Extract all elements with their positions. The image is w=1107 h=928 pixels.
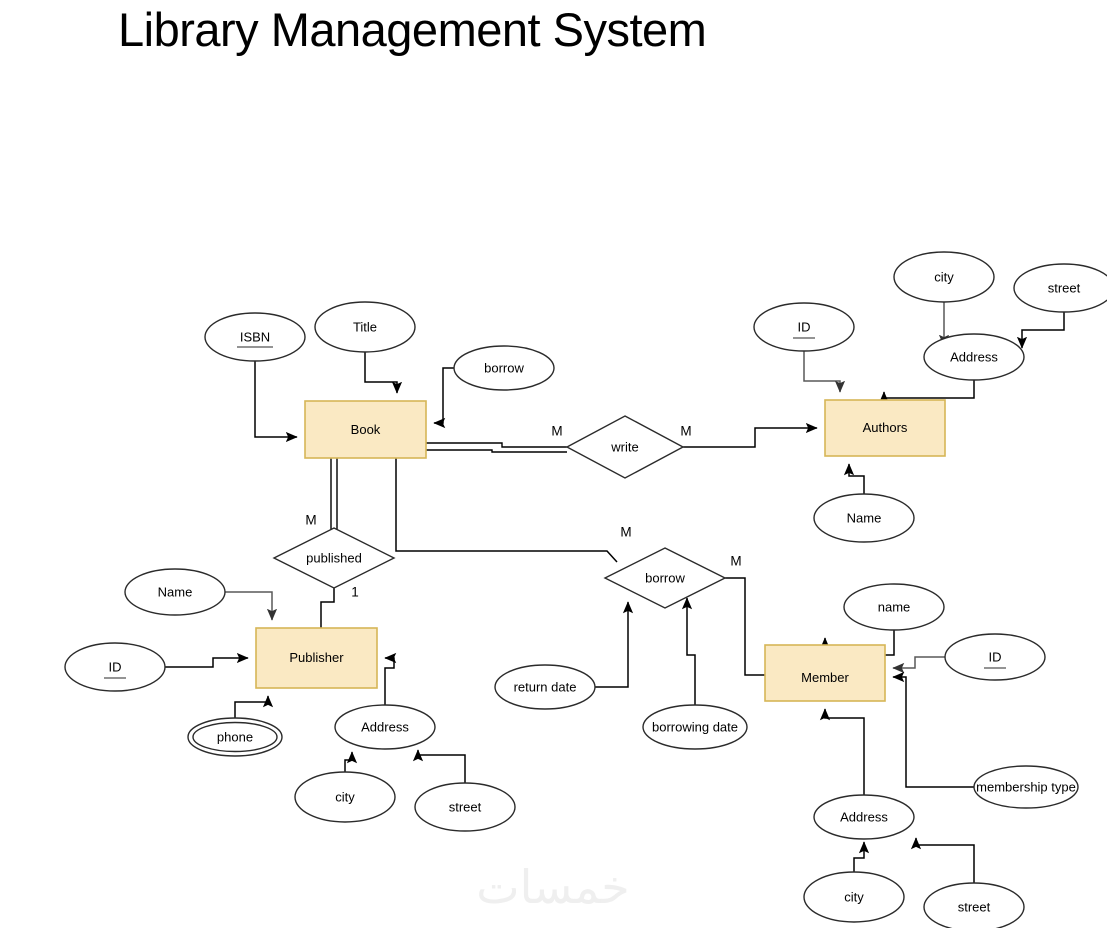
connector-memberid-member (892, 656, 945, 674)
connector-pubname-publisher (225, 591, 278, 621)
relationship-write[interactable]: write (565, 415, 685, 479)
relationship-layer: write published borrow (272, 415, 727, 609)
connector-authorsaddress-authors (878, 380, 975, 404)
attribute-borrowing-date[interactable]: borrowing date (642, 704, 748, 750)
attribute-return-date-label: return date (514, 679, 577, 694)
connector-layer (165, 302, 1065, 883)
connector-write-authors (683, 422, 818, 448)
connector-returndate-borrowrel (595, 601, 634, 688)
entity-publisher[interactable]: Publisher (255, 627, 378, 689)
attribute-publisher-address[interactable]: Address (334, 704, 436, 750)
attribute-publisher-phone[interactable]: phone (187, 717, 283, 757)
attribute-member-id-label: ID (989, 649, 1002, 664)
entity-book[interactable]: Book (304, 400, 427, 459)
cardinality-published-publisher: 1 (351, 585, 359, 600)
entity-publisher-label: Publisher (289, 650, 344, 665)
attribute-book-borrow-label: borrow (484, 360, 524, 375)
connector-membercity-memberaddress (853, 841, 870, 872)
connector-isbn-book (254, 361, 298, 443)
attribute-publisher-street[interactable]: street (414, 782, 516, 832)
connector-pubstreet-pubaddress (412, 749, 466, 783)
entity-authors-label: Authors (863, 420, 908, 435)
attribute-authors-street[interactable]: street (1013, 263, 1107, 313)
entity-member-label: Member (801, 670, 849, 685)
attribute-authors-address[interactable]: Address (923, 333, 1025, 381)
connector-published-publisher (320, 588, 335, 628)
connector-borrowattr-book (433, 367, 455, 429)
connector-pubphone-publisher (234, 695, 274, 718)
attribute-membership-type[interactable]: membership type (973, 765, 1079, 809)
connector-membershiptype-member (892, 671, 974, 788)
attribute-publisher-street-label: street (449, 799, 482, 814)
attribute-layer: ISBN Title borrow ID Address (64, 251, 1107, 928)
attribute-member-name[interactable]: name (843, 583, 945, 631)
relationship-published-label: published (306, 550, 362, 565)
attribute-member-street-label: street (958, 899, 991, 914)
attribute-member-id[interactable]: ID (944, 633, 1046, 681)
cardinality-published-book: M (305, 513, 316, 528)
attribute-authors-id-label: ID (798, 319, 811, 334)
attribute-publisher-city[interactable]: city (294, 771, 396, 823)
relationship-published[interactable]: published (272, 527, 396, 589)
connector-title-book (364, 352, 403, 394)
connector-authorsid-authors (803, 351, 846, 393)
attribute-book-isbn-label: ISBN (240, 329, 270, 344)
entity-book-label: Book (351, 422, 381, 437)
entity-layer: Book Authors Publisher Member (255, 399, 946, 702)
connector-pubcity-pubaddress (344, 751, 358, 772)
attribute-membership-type-label: membership type (976, 779, 1076, 794)
connector-borrowingdate-borrowrel (681, 597, 696, 705)
watermark: خمسات (476, 860, 630, 914)
connector-pubid-publisher (165, 652, 249, 668)
attribute-authors-id[interactable]: ID (753, 302, 855, 352)
cardinality-write-authors: M (680, 424, 691, 439)
attribute-book-isbn[interactable]: ISBN (204, 312, 306, 362)
attribute-publisher-name-label: Name (158, 584, 193, 599)
attribute-return-date[interactable]: return date (494, 664, 596, 710)
attribute-member-name-label: name (878, 599, 911, 614)
cardinality-write-book: M (551, 424, 562, 439)
entity-member[interactable]: Member (764, 644, 886, 702)
attribute-book-borrow[interactable]: borrow (453, 345, 555, 391)
attribute-member-city[interactable]: city (803, 871, 905, 923)
attribute-publisher-id-label: ID (109, 659, 122, 674)
attribute-publisher-city-label: city (335, 789, 355, 804)
cardinality-layer: M M M 1 M M (305, 424, 741, 600)
connector-street-authorsaddress (1016, 312, 1065, 349)
attribute-authors-address-label: Address (950, 349, 998, 364)
attribute-authors-street-label: street (1048, 280, 1081, 295)
page-title: Library Management System (118, 3, 707, 56)
cardinality-borrow-member: M (730, 554, 741, 569)
attribute-authors-name[interactable]: Name (813, 493, 915, 543)
relationship-write-label: write (610, 439, 638, 454)
connector-borrowrel-member (725, 577, 765, 676)
relationship-borrow-label: borrow (645, 570, 685, 585)
connector-memberstreet-memberaddress (910, 837, 975, 883)
connector-pubaddress-publisher (384, 652, 397, 705)
attribute-authors-city[interactable]: city (893, 251, 995, 303)
connector-book-write-b (426, 449, 567, 453)
attribute-publisher-address-label: Address (361, 719, 409, 734)
connector-book-borrowrel (395, 458, 618, 563)
cardinality-borrow-book: M (620, 525, 631, 540)
attribute-book-title-label: Title (353, 319, 377, 334)
attribute-member-address[interactable]: Address (813, 794, 915, 840)
attribute-authors-city-label: city (934, 269, 954, 284)
connector-book-write-a (426, 442, 567, 448)
attribute-member-city-label: city (844, 889, 864, 904)
connector-authorsname-authors (843, 463, 865, 494)
relationship-borrow[interactable]: borrow (603, 547, 727, 609)
attribute-publisher-name[interactable]: Name (124, 568, 226, 616)
attribute-publisher-phone-label: phone (217, 729, 253, 744)
attribute-book-title[interactable]: Title (314, 301, 416, 353)
attribute-authors-name-label: Name (847, 510, 882, 525)
attribute-member-address-label: Address (840, 809, 888, 824)
attribute-publisher-id[interactable]: ID (64, 642, 166, 692)
attribute-borrowing-date-label: borrowing date (652, 719, 738, 734)
connector-memberaddress-member (819, 708, 865, 795)
entity-authors[interactable]: Authors (824, 399, 946, 457)
attribute-member-street[interactable]: street (923, 882, 1025, 928)
